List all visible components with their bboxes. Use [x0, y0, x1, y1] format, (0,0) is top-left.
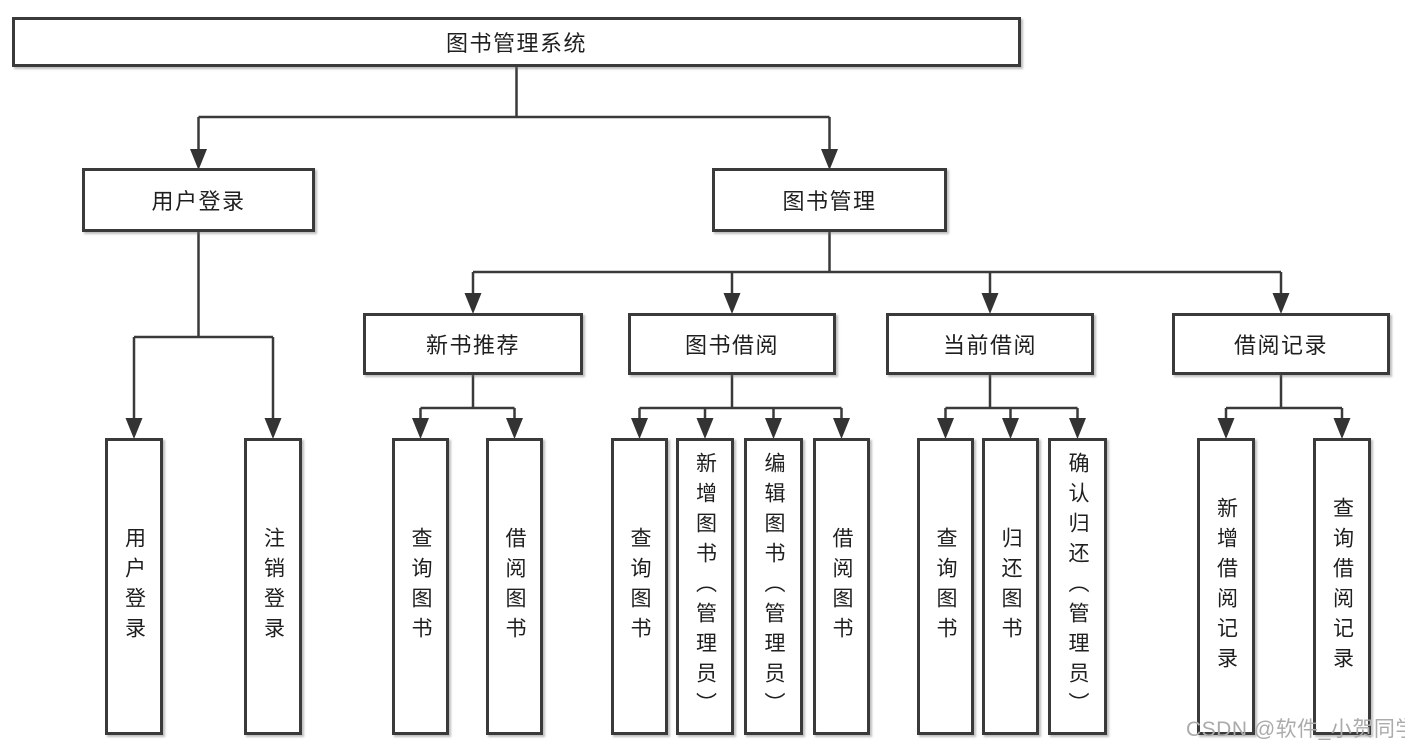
node-root: 图书管理系统 [12, 17, 1021, 67]
leaf-confirm-return-admin-label: 确认归还（管理员） [1066, 451, 1089, 722]
leaf-query-book-recommend-label: 查询图书 [409, 526, 432, 647]
node-new-book-recommend-label: 新书推荐 [425, 333, 520, 358]
leaf-query-borrow-record-label: 查询借阅记录 [1330, 496, 1354, 677]
leaf-user-login-label: 用户登录 [122, 526, 146, 647]
watermark: CSDN @软件_小贺同学 [1186, 718, 1405, 741]
leaf-query-book-current: 查询图书 [917, 438, 974, 735]
leaf-logout-label: 注销登录 [261, 526, 285, 647]
leaf-borrow-book-label: 借阅图书 [830, 526, 853, 647]
leaf-return-book-label: 归还图书 [999, 526, 1022, 647]
leaf-edit-book-admin: 编辑图书（管理员） [744, 438, 803, 735]
leaf-user-login: 用户登录 [105, 438, 163, 735]
leaf-query-book-borrow-label: 查询图书 [628, 526, 651, 647]
leaf-query-book-borrow: 查询图书 [611, 438, 668, 735]
node-borrow-records: 借阅记录 [1172, 313, 1390, 375]
leaf-query-book-current-label: 查询图书 [934, 526, 957, 647]
node-book-management: 图书管理 [712, 168, 947, 232]
leaf-query-borrow-record: 查询借阅记录 [1313, 438, 1371, 735]
node-book-borrow: 图书借阅 [628, 313, 836, 375]
node-book-borrow-label: 图书借阅 [684, 333, 779, 358]
leaf-borrow-book-recommend-label: 借阅图书 [503, 526, 526, 647]
leaf-query-book-recommend: 查询图书 [392, 438, 449, 735]
leaf-add-book-admin: 新增图书（管理员） [676, 438, 734, 735]
leaf-add-book-admin-label: 新增图书（管理员） [693, 451, 717, 722]
node-current-borrow: 当前借阅 [886, 313, 1094, 375]
node-root-label: 图书管理系统 [445, 31, 587, 56]
node-borrow-records-label: 借阅记录 [1233, 333, 1328, 358]
leaf-borrow-book: 借阅图书 [813, 438, 870, 735]
leaf-logout: 注销登录 [244, 438, 302, 735]
leaf-borrow-book-recommend: 借阅图书 [486, 438, 543, 735]
leaf-add-borrow-record-label: 新增借阅记录 [1214, 496, 1238, 677]
node-current-borrow-label: 当前借阅 [942, 333, 1037, 358]
leaf-add-borrow-record: 新增借阅记录 [1197, 438, 1255, 735]
leaf-confirm-return-admin: 确认归还（管理员） [1048, 438, 1107, 735]
leaf-edit-book-admin-label: 编辑图书（管理员） [762, 451, 785, 722]
node-user-login: 用户登录 [82, 168, 315, 232]
node-user-login-label: 用户登录 [151, 189, 246, 214]
node-book-management-label: 图书管理 [782, 189, 877, 214]
node-new-book-recommend: 新书推荐 [363, 313, 583, 375]
leaf-return-book: 归还图书 [982, 438, 1039, 735]
